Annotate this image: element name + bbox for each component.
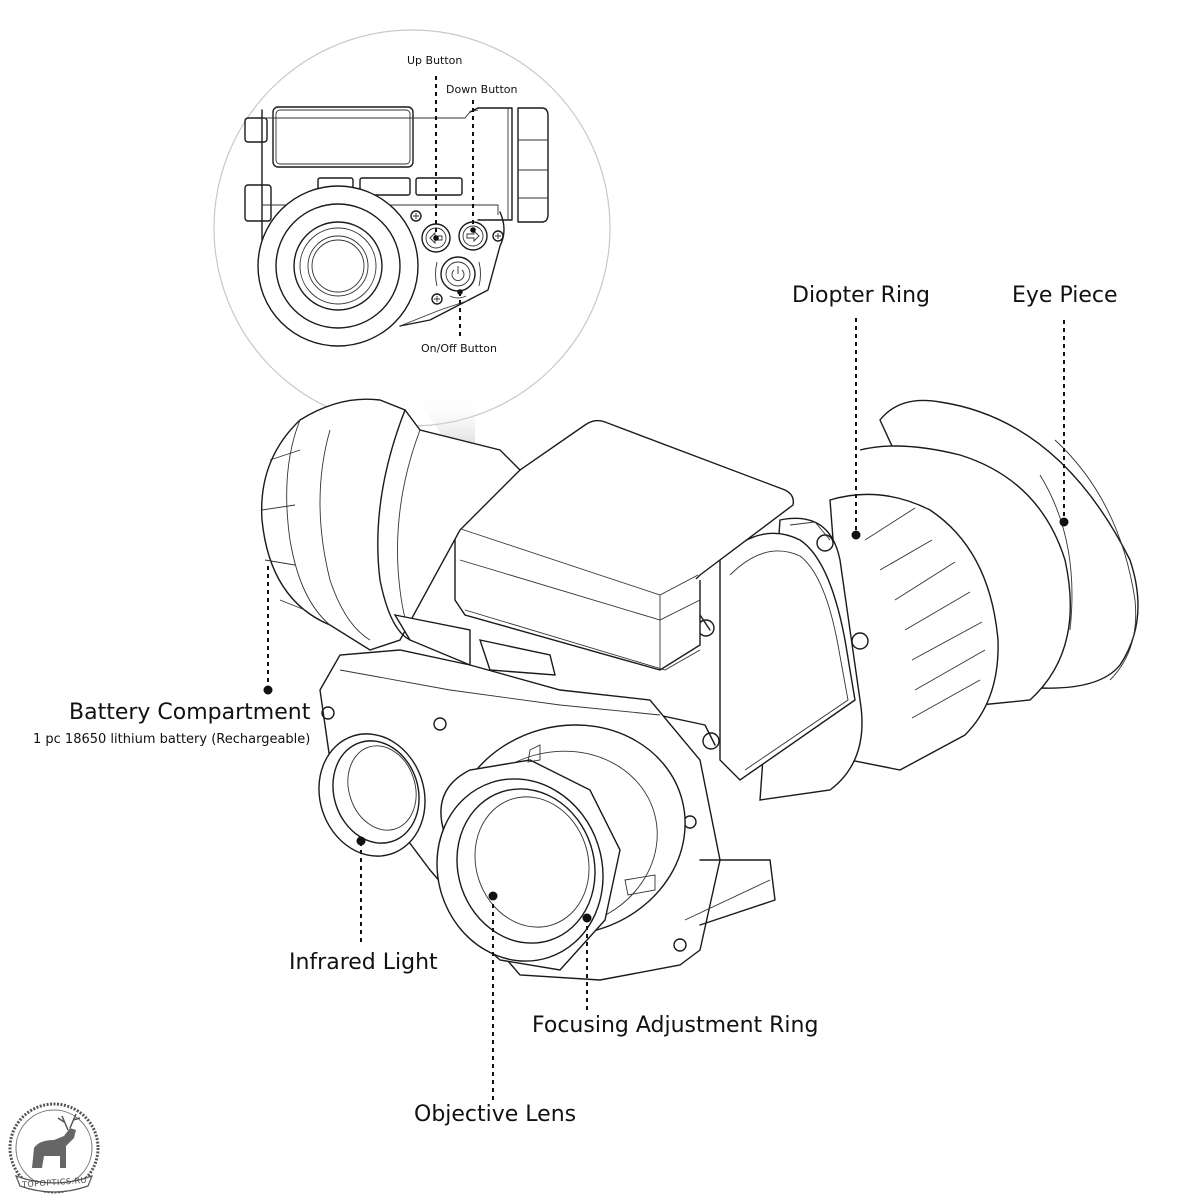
inset-down-button	[458, 221, 488, 251]
inset-magnifier	[213, 29, 611, 485]
objective-lens-assembly	[436, 724, 686, 971]
objective-lens-glass	[474, 796, 590, 928]
side-panel	[634, 521, 869, 781]
label-on-off-button: On/Off Button	[421, 342, 497, 355]
main-device	[260, 398, 1139, 981]
label-infrared-light: Infrared Light	[289, 950, 438, 975]
label-battery-note: 1 pc 18650 lithium battery (Rechargeable…	[33, 732, 311, 747]
label-eye-piece: Eye Piece	[1012, 283, 1118, 308]
power-icon	[451, 269, 465, 281]
label-objective-lens: Objective Lens	[414, 1102, 577, 1127]
label-battery-compartment: Battery Compartment	[69, 700, 311, 725]
display-housing	[454, 419, 795, 671]
screw	[816, 534, 834, 552]
label-diopter-ring: Diopter Ring	[792, 283, 930, 308]
inset-objective-lens	[257, 185, 419, 347]
screw	[851, 632, 869, 650]
screw	[702, 732, 720, 750]
callout-leaders	[263, 318, 1069, 1100]
battery-compartment	[260, 398, 521, 651]
label-focusing-ring: Focusing Adjustment Ring	[532, 1013, 819, 1038]
diopter-ring	[829, 493, 999, 771]
vent	[478, 639, 556, 676]
arrow-left-icon	[429, 231, 443, 245]
label-up-button: Up Button	[407, 54, 463, 67]
elk-emblem-icon	[8, 1102, 100, 1194]
inset-screws	[410, 210, 504, 305]
label-down-button: Down Button	[446, 83, 518, 96]
watermark-logo: TOPOPTICS.RU	[4, 1098, 104, 1198]
infrared-light	[318, 733, 426, 857]
